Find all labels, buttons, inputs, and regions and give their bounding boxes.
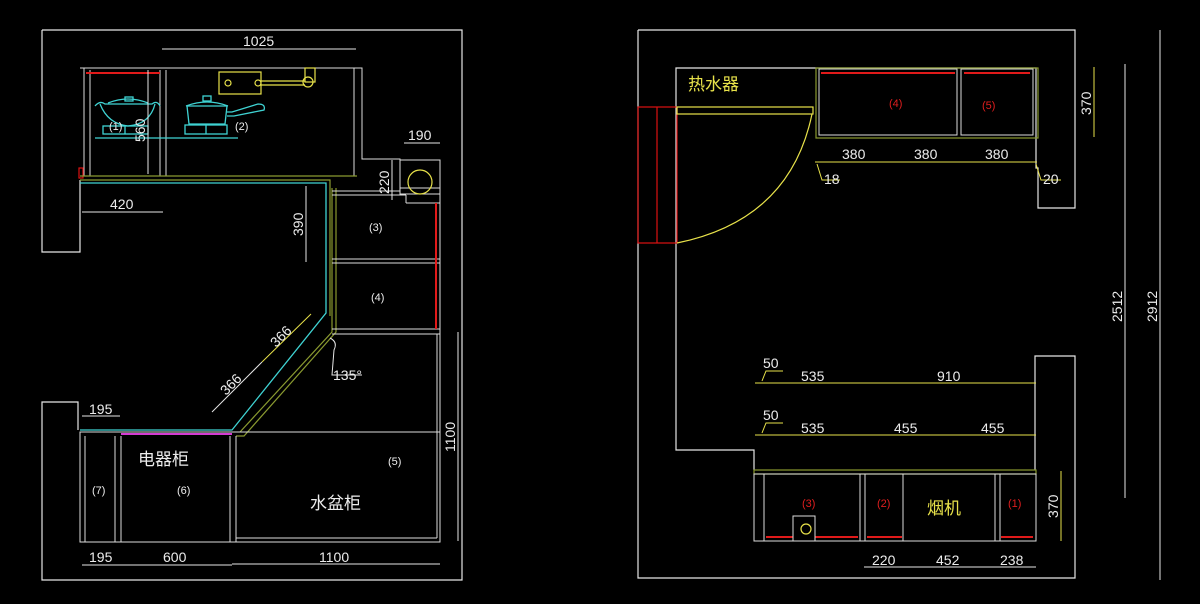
lower-cabinet-label-2: (2) <box>877 498 890 510</box>
outlet-circle <box>800 523 812 535</box>
dim-left-depth: 420 <box>110 196 134 212</box>
dim-bottom-a: 195 <box>89 549 113 565</box>
dim-lower-height: 370 <box>1045 494 1061 518</box>
dim-bottom-b: 452 <box>936 552 960 568</box>
water-heater-label: 热水器 <box>688 75 739 94</box>
dim-bottom-a: 220 <box>872 552 896 568</box>
dim-bottom-c: 238 <box>1000 552 1024 568</box>
dim-pipe-depth: 220 <box>376 170 392 194</box>
dim-total-outer: 2912 <box>1144 291 1160 322</box>
dim-upper-left-gap: 18 <box>824 171 840 187</box>
dim-row1-a: 535 <box>801 368 825 384</box>
lower-cabinet-label-1: (1) <box>1008 498 1021 510</box>
lower-cabinet-frame <box>753 473 1037 542</box>
door-swing-arc <box>676 113 813 244</box>
right-dimensions <box>755 30 1161 580</box>
dim-upper-b: 380 <box>914 146 938 162</box>
lower-cabinet-label-3: (3) <box>802 498 815 510</box>
left-outer-wall <box>41 29 463 581</box>
dim-angle: 135° <box>333 367 362 383</box>
cabinet-label-4: (4) <box>371 292 384 304</box>
dim-upper-height: 370 <box>1078 91 1094 115</box>
pipe-box <box>399 159 441 195</box>
cabinet-label-1: (1) <box>109 121 122 133</box>
range-hood-label: 烟机 <box>927 499 961 518</box>
sink-cabinet-label: 水盆柜 <box>310 494 361 513</box>
upper-cabinet-label-4: (4) <box>889 98 902 110</box>
dim-row2-b: 455 <box>894 420 918 436</box>
left-dimensions <box>82 48 459 566</box>
right-kitchen-elevation: 热水器 (4) (5) (3) (2) (1) 烟机 380 380 380 1… <box>637 29 1161 580</box>
dim-row2-c: 455 <box>981 420 1005 436</box>
cabinet-label-7: (7) <box>92 485 105 497</box>
cabinet-label-5: (5) <box>388 456 401 468</box>
dim-top-width: 1025 <box>243 33 274 49</box>
pipe-circle <box>407 169 433 195</box>
outlet-box <box>792 515 816 542</box>
counter-cyan-edge <box>80 182 327 431</box>
dim-diag-lower: 366 <box>217 370 245 398</box>
cabinet-label-3: (3) <box>369 222 382 234</box>
dim-row2-gap: 50 <box>763 407 779 423</box>
dim-row2-a: 535 <box>801 420 825 436</box>
dim-upper-right-gap: 20 <box>1043 171 1059 187</box>
dim-cabinet-height: 560 <box>132 118 148 142</box>
dim-row1-b: 910 <box>937 368 961 384</box>
dim-bottom-b: 600 <box>163 549 187 565</box>
right-outer-wall <box>638 29 1076 470</box>
dim-row1-gap: 50 <box>763 355 779 371</box>
dim-upper-a: 380 <box>842 146 866 162</box>
upper-cabinet-label-5: (5) <box>982 100 995 112</box>
cabinet-label-2: (2) <box>235 121 248 133</box>
bottom-cabinet-frame <box>79 431 441 543</box>
dim-pipe-width: 190 <box>408 127 432 143</box>
dim-upper-c: 380 <box>985 146 1009 162</box>
dim-total-inner: 2512 <box>1109 291 1125 322</box>
saucepan-icon <box>184 95 266 135</box>
wok-icon <box>94 96 161 135</box>
heater-bar <box>676 106 814 115</box>
lower-counter <box>753 469 1037 475</box>
dim-bottom-c: 1100 <box>319 549 349 565</box>
dim-side-depth: 390 <box>290 212 306 236</box>
electric-cabinet-label: 电器柜 <box>138 450 189 469</box>
dim-bottom-left-depth: 195 <box>89 401 113 417</box>
left-wall-top-inner <box>41 30 81 253</box>
dim-diag-upper: 366 <box>267 322 295 350</box>
red-marker <box>78 167 84 179</box>
upper-cabinet-frame <box>815 67 1039 139</box>
cabinet-label-6: (6) <box>177 485 190 497</box>
left-kitchen-plan: (1) (2) (3) (4) (5) (6) (7) 电器柜 水盆柜 1025… <box>41 29 463 581</box>
dim-right-length: 1100 <box>442 422 458 452</box>
